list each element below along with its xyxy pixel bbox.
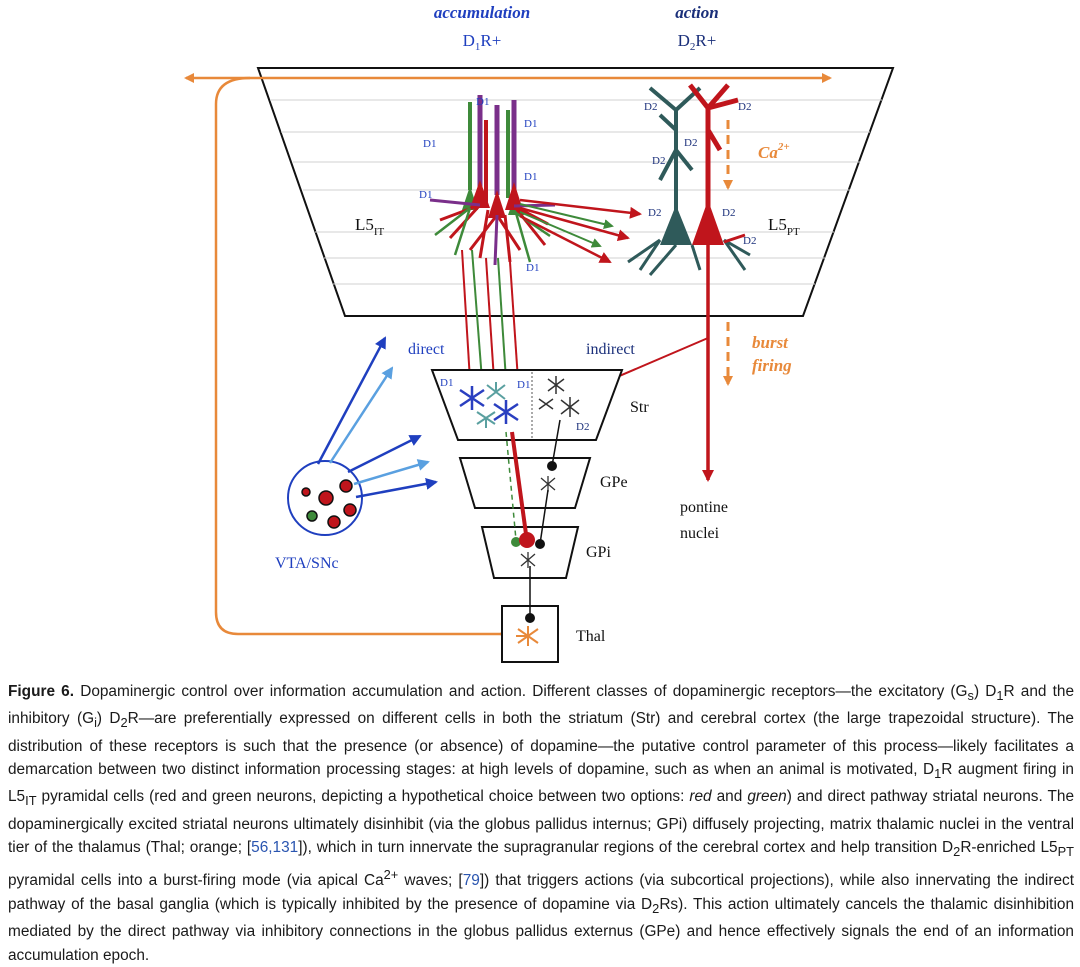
direct-label: direct — [408, 341, 445, 358]
caption-text: ) D — [96, 710, 121, 728]
gpi — [480, 526, 580, 579]
nuclei-label: nuclei — [680, 525, 720, 542]
figure-diagram: accumulation D1R+ action D2R+ — [184, 3, 895, 663]
l5pt-neurons — [627, 83, 751, 482]
caption-sub: 2 — [652, 900, 660, 916]
caption-sub: 2 — [953, 844, 961, 860]
firing-label: firing — [752, 356, 792, 375]
cortex-trapezoid — [256, 67, 895, 317]
burst-label: burst — [752, 333, 789, 352]
receptor-label-d2: D2 — [652, 155, 665, 167]
caption-text: Dopaminergic control over information ac… — [80, 683, 968, 700]
it-to-pt-projections — [519, 198, 642, 264]
caption-figure-label: Figure 6. — [8, 683, 75, 700]
vta-snc — [287, 336, 438, 536]
caption-reference-link[interactable]: 79 — [462, 872, 480, 890]
caption-text: R—are preferentially expressed on differ… — [8, 710, 1074, 779]
str-d1-label: D1 — [440, 377, 453, 389]
caption-sub: 2 — [120, 715, 128, 731]
str-d2-label: D2 — [576, 421, 589, 433]
caption-text: R-enriched L5 — [960, 839, 1058, 857]
caption-italic: green — [747, 788, 787, 806]
caption-text: ]), which in turn innervate the supragra… — [298, 839, 954, 857]
caption-sub: i — [94, 715, 97, 731]
caption-text: waves; [ — [398, 872, 463, 890]
caption-sup: 2+ — [383, 867, 399, 883]
receptor-label-d1: D1 — [419, 189, 432, 201]
pontine-label: pontine — [680, 499, 728, 516]
receptor-label-d1: D1 — [423, 138, 436, 150]
caption-text: pyramidal cells into a burst-firing mode… — [8, 872, 384, 890]
gpi-label: GPi — [586, 544, 611, 561]
str-label: Str — [630, 399, 649, 416]
caption-sub: s — [967, 688, 974, 704]
gpe-label: GPe — [600, 474, 628, 491]
d2r-header-label: D2R+ — [678, 31, 717, 53]
d1r-header-label: D1R+ — [463, 31, 502, 53]
receptor-label-d2: D2 — [722, 207, 735, 219]
receptor-label-d2: D2 — [648, 207, 661, 219]
caption-text: R augment firing in L5 — [8, 761, 1074, 806]
gpe — [458, 457, 592, 509]
caption-reference-link[interactable]: 56,131 — [251, 839, 299, 857]
caption-sub: PT — [1057, 844, 1074, 860]
receptor-label-d1: D1 — [524, 171, 537, 183]
caption-text: R and the inhibitory (G — [8, 683, 1075, 728]
accumulation-label: accumulation — [434, 3, 530, 22]
receptor-label-d2: D2 — [743, 235, 756, 247]
thalamocortical-loop — [184, 73, 832, 639]
caption-text: ) and direct pathway striatal neurons. T… — [8, 788, 1075, 857]
striatum — [430, 369, 624, 441]
str-d1-label: D1 — [517, 379, 530, 391]
caption-text: ]) that triggers actions (via subcortica… — [8, 872, 1074, 913]
caption-sub: 1 — [996, 688, 1004, 704]
action-label: action — [675, 3, 718, 22]
vta-label: VTA/SNc — [275, 555, 339, 572]
receptor-label-d1: D1 — [526, 262, 539, 274]
l5it-neurons — [429, 95, 556, 266]
receptor-label-d2: D2 — [738, 101, 751, 113]
caption-italic: red — [689, 788, 712, 806]
thal-label: Thal — [576, 628, 606, 645]
corticostriatal-projections — [461, 249, 709, 392]
caption-sub: IT — [25, 793, 37, 809]
caption-sub: 1 — [934, 766, 942, 782]
figure-caption: Figure 6. Dopaminergic control over info… — [8, 680, 1074, 967]
indirect-label: indirect — [586, 341, 635, 358]
receptor-label-d2: D2 — [684, 137, 697, 149]
receptor-label-d2: D2 — [644, 101, 657, 113]
caption-text: and — [711, 788, 748, 806]
caption-text: ) D — [973, 683, 997, 700]
caption-text: pyramidal cells (red and green neurons, … — [36, 788, 690, 806]
basal-ganglia-connections — [505, 419, 561, 623]
receptor-label-d1: D1 — [524, 118, 537, 130]
receptor-label-d1: D1 — [476, 96, 489, 108]
